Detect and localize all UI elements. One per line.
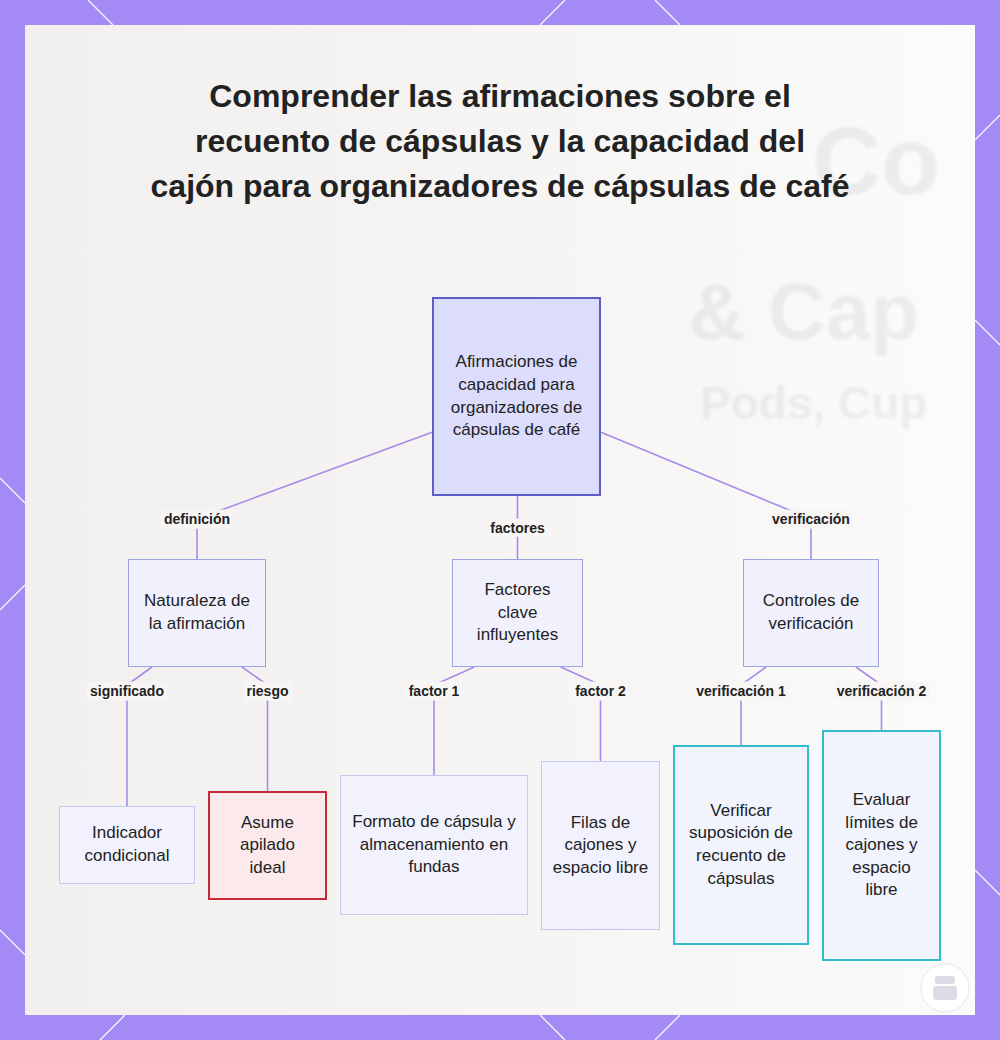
edge-label: verificación — [769, 510, 853, 529]
edge-label: factor 1 — [406, 682, 463, 701]
category-box: Factores clave influyentes — [452, 559, 583, 667]
watermark-text: Pods, Cup — [700, 378, 927, 429]
edge-label: significado — [87, 682, 167, 701]
node-label: Afirmaciones de capacidad para organizad… — [444, 351, 589, 441]
edge-label: riesgo — [243, 682, 291, 701]
diagram-title: Comprender las afirmaciones sobre el rec… — [150, 74, 850, 209]
node-label: Controles de verificación — [754, 590, 868, 635]
node-label: Factores clave influyentes — [463, 579, 572, 647]
watermark-text: & Cap — [688, 268, 919, 356]
edge-label: definición — [161, 510, 233, 529]
node-label: Evaluar límites de cajones y espacio lib… — [834, 789, 929, 902]
connector — [197, 432, 432, 559]
category-box: Naturaleza de la afirmación — [128, 559, 266, 667]
check-box: Evaluar límites de cajones y espacio lib… — [822, 730, 941, 961]
node-label: Formato de cápsula y almacenamiento en f… — [351, 811, 517, 879]
edge-label: factores — [487, 518, 547, 537]
detail-box: Indicador condicional — [59, 806, 195, 884]
check-box: Verificar suposición de recuento de cáps… — [673, 745, 809, 945]
edge-label: factor 2 — [572, 682, 629, 701]
detail-box: Filas de cajones y espacio libre — [541, 761, 660, 930]
node-label: Verificar suposición de recuento de cáps… — [685, 800, 797, 890]
risk-box: Asume apilado ideal — [208, 791, 327, 900]
node-label: Naturaleza de la afirmación — [139, 590, 255, 635]
detail-box: Formato de cápsula y almacenamiento en f… — [340, 775, 528, 915]
edge-label: verificación 2 — [834, 682, 930, 701]
node-label: Filas de cajones y espacio libre — [552, 812, 649, 880]
category-box: Controles de verificación — [743, 559, 879, 667]
node-label: Asume apilado ideal — [220, 812, 315, 880]
connector — [601, 432, 811, 559]
connector — [741, 667, 766, 745]
edge-label: verificación 1 — [693, 682, 789, 701]
root-box: Afirmaciones de capacidad para organizad… — [432, 297, 601, 496]
node-label: Indicador condicional — [70, 822, 184, 867]
